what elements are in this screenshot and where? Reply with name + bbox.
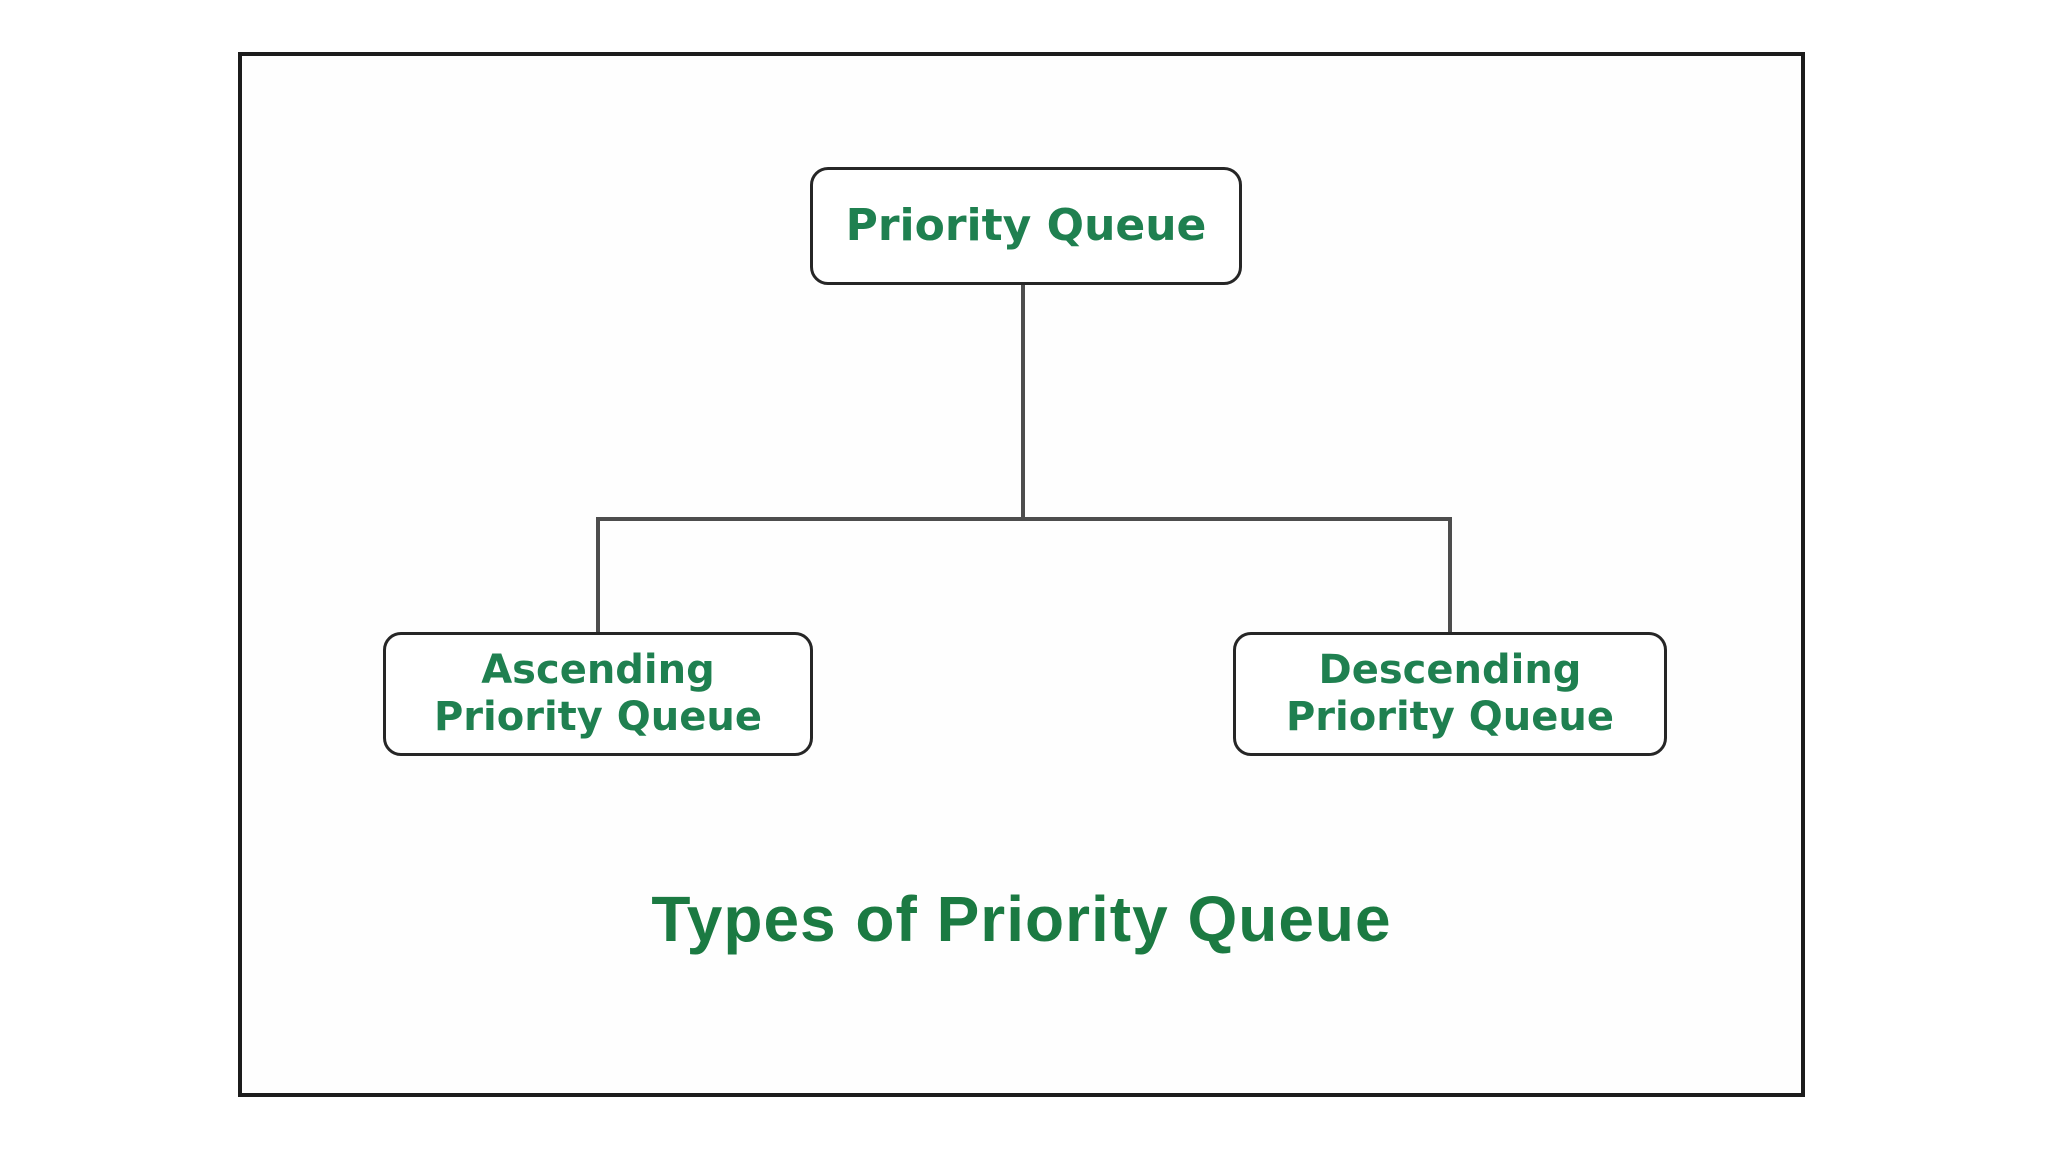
connector-root-drop: [1021, 285, 1025, 520]
connector-right-drop: [1448, 517, 1452, 632]
connector-horizontal-bar: [596, 517, 1452, 521]
node-ascending-priority-queue: Ascending Priority Queue: [383, 632, 813, 756]
diagram-caption: Types of Priority Queue: [651, 883, 1392, 955]
connector-left-drop: [596, 517, 600, 632]
node-descending-priority-queue: Descending Priority Queue: [1233, 632, 1667, 756]
node-priority-queue: Priority Queue: [810, 167, 1242, 285]
